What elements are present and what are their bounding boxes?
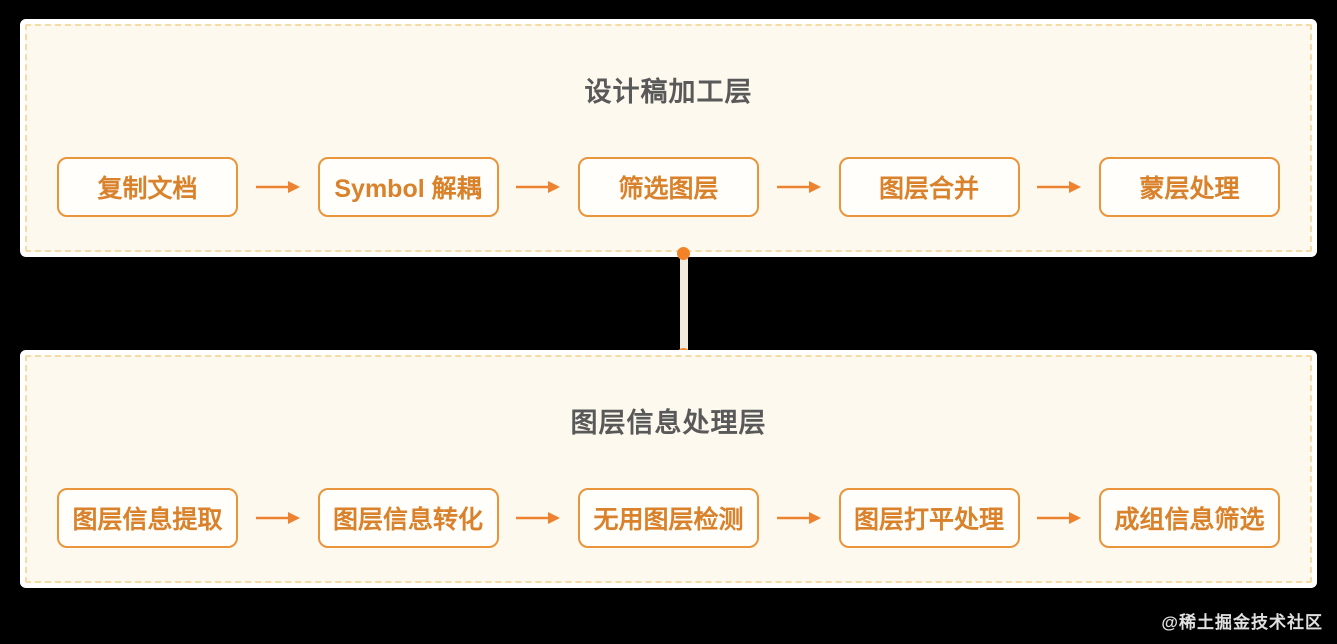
connector-dot-icon — [677, 247, 690, 260]
arrow-right-icon — [238, 180, 318, 194]
flow-step-box: Symbol 解耦 — [317, 157, 499, 217]
section-title: 图层信息处理层 — [570, 408, 767, 438]
section-layer-info-processing: 图层信息处理层 图层信息提取 图层信息转化 无用图层检测 图层打平处理 成组信息… — [25, 355, 1312, 583]
flow-row: 图层信息提取 图层信息转化 无用图层检测 图层打平处理 成组信息筛选 — [57, 488, 1280, 548]
arrow-right-icon — [1020, 511, 1100, 525]
flow-step-box: 复制文档 — [57, 157, 238, 217]
flow-row: 复制文档 Symbol 解耦 筛选图层 图层合并 蒙层处理 — [57, 157, 1280, 217]
section-title: 设计稿加工层 — [584, 77, 753, 107]
flow-step-box: 无用图层检测 — [578, 488, 759, 548]
flow-step-box: 成组信息筛选 — [1099, 488, 1280, 548]
arrow-right-icon — [759, 180, 839, 194]
arrow-right-icon — [499, 180, 579, 194]
flow-step-box: 图层信息转化 — [317, 488, 499, 548]
arrow-right-icon — [238, 511, 318, 525]
arrow-right-icon — [1020, 180, 1100, 194]
arrow-right-icon — [759, 511, 839, 525]
flow-step-box: 图层打平处理 — [838, 488, 1020, 548]
section-design-draft-processing: 设计稿加工层 复制文档 Symbol 解耦 筛选图层 图层合并 蒙层处理 — [25, 24, 1312, 252]
flow-step-box: 蒙层处理 — [1099, 157, 1280, 217]
flow-step-box: 筛选图层 — [578, 157, 759, 217]
flow-step-box: 图层合并 — [838, 157, 1020, 217]
watermark-text: @稀土掘金技术社区 — [1161, 613, 1323, 632]
arrow-right-icon — [499, 511, 579, 525]
section-connector — [680, 253, 688, 355]
flow-step-box: 图层信息提取 — [57, 488, 238, 548]
